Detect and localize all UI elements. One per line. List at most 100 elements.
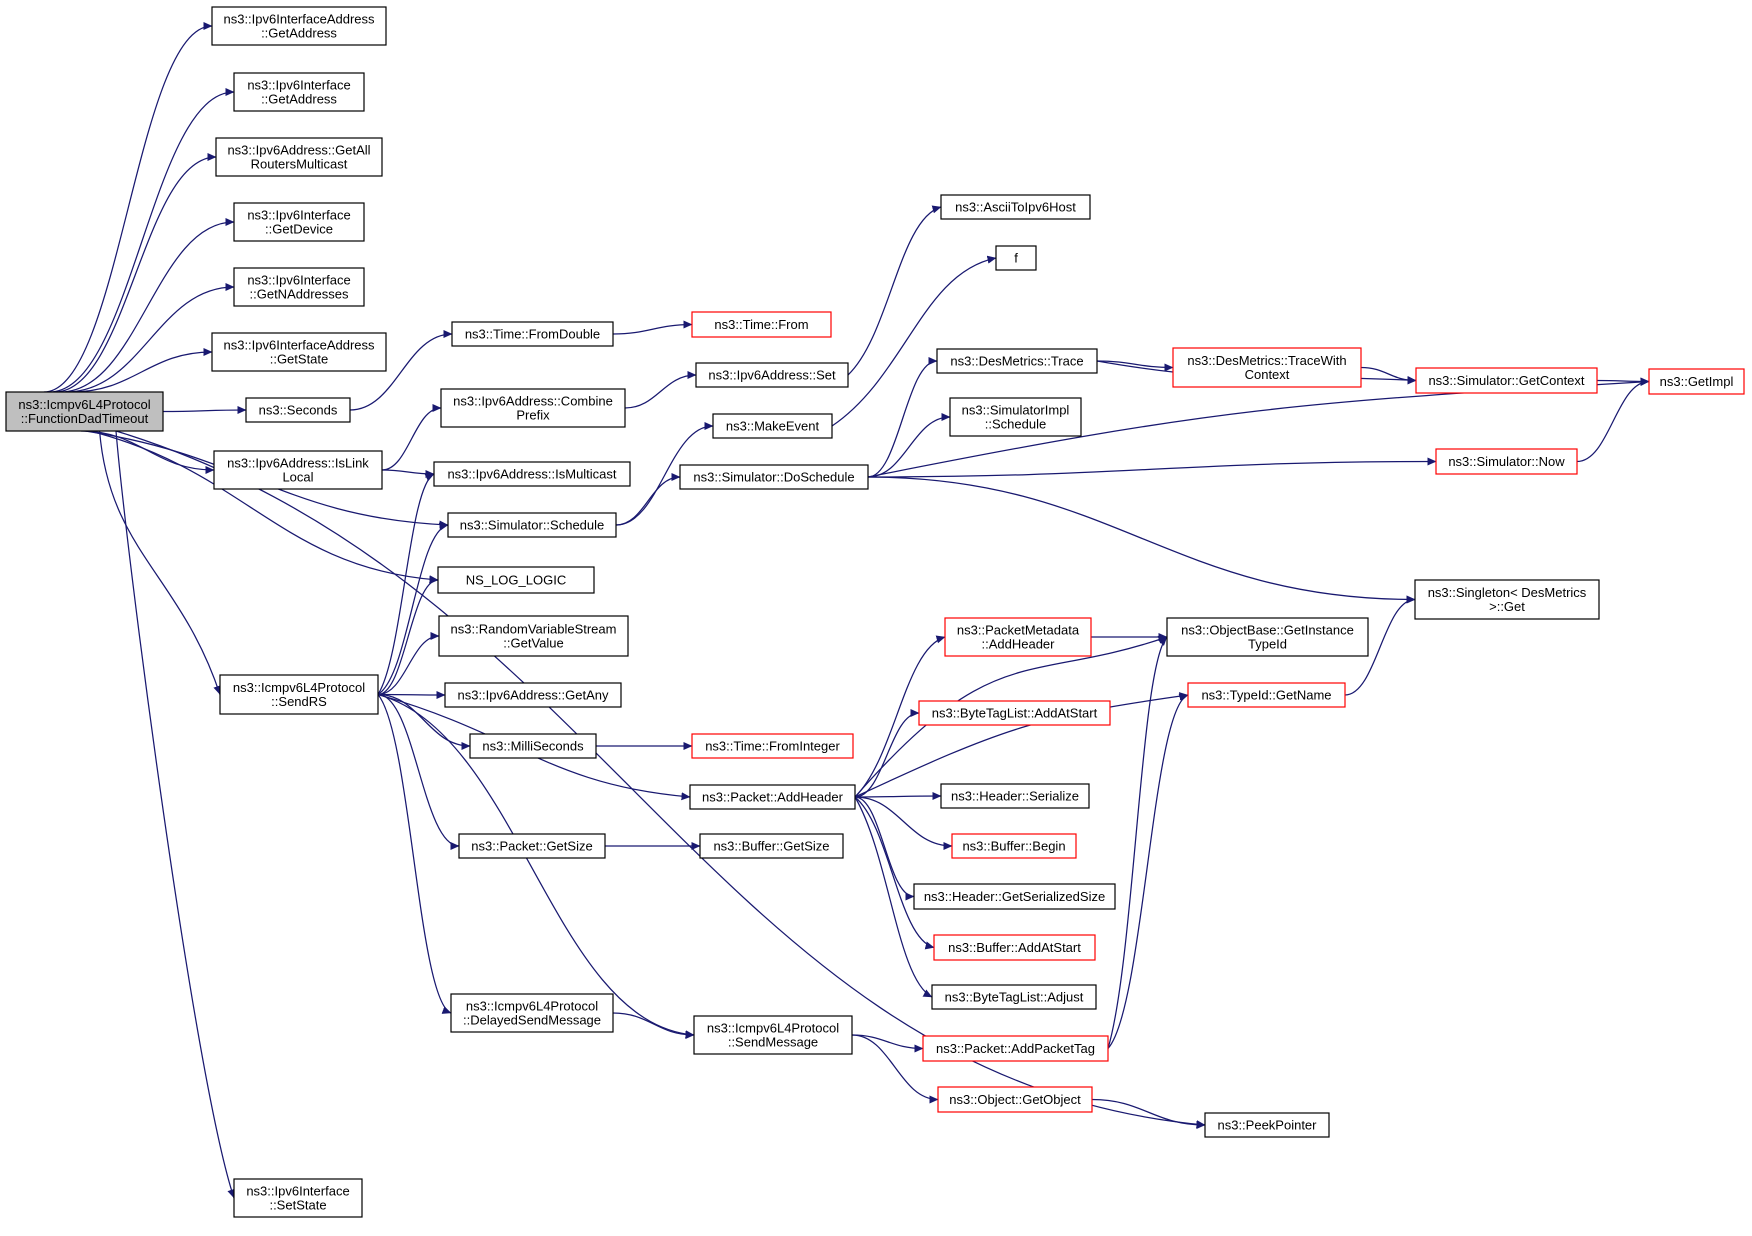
call-node[interactable]: ns3::Ipv6Address::GetAny xyxy=(444,682,622,708)
call-node[interactable]: ns3::Simulator::DoSchedule xyxy=(679,464,869,490)
call-node[interactable]: ns3::Packet::AddPacketTag xyxy=(922,1035,1109,1062)
call-node[interactable]: ns3::MakeEvent xyxy=(712,413,833,439)
node-box xyxy=(1172,347,1362,388)
call-node[interactable]: ns3::Ipv6Address::IsMulticast xyxy=(433,461,631,487)
call-edge xyxy=(65,282,235,393)
call-edge xyxy=(377,522,449,696)
node-box xyxy=(211,6,387,46)
call-edge xyxy=(624,370,697,409)
call-node[interactable]: ns3::Buffer::Begin xyxy=(951,833,1077,859)
call-node[interactable]: ns3::Object::GetObject xyxy=(937,1086,1093,1113)
call-node[interactable]: ns3::PacketMetadata::AddHeader xyxy=(944,617,1092,657)
node-box xyxy=(1187,682,1346,708)
node-box xyxy=(211,332,387,372)
node-label: ::GetDevice xyxy=(265,222,333,237)
call-edge xyxy=(377,690,446,700)
node-box xyxy=(219,674,379,715)
call-node[interactable]: ns3::Icmpv6L4Protocol::SendRS xyxy=(219,674,379,715)
call-edge xyxy=(612,320,693,335)
node-box xyxy=(233,267,365,307)
call-node[interactable]: ns3::ByteTagList::AddAtStart xyxy=(918,700,1111,726)
node-box xyxy=(691,733,854,759)
node-label: ns3::Singleton< DesMetrics xyxy=(1428,585,1587,600)
call-node[interactable]: ns3::Singleton< DesMetrics>::Get xyxy=(1414,579,1600,620)
node-label: ::GetAddress xyxy=(261,26,337,41)
call-edge xyxy=(1091,1098,1206,1130)
node-label: RoutersMulticast xyxy=(251,157,348,172)
call-node[interactable]: ns3::Ipv6Interface::GetAddress xyxy=(233,72,365,112)
call-node[interactable]: ns3::DesMetrics::Trace xyxy=(936,348,1098,374)
node-label: ns3::Object::GetObject xyxy=(949,1092,1081,1107)
node-label: ::FunctionDadTimeout xyxy=(21,411,149,426)
call-node[interactable]: ns3::Icmpv6L4Protocol::DelayedSendMessag… xyxy=(450,993,614,1033)
call-node[interactable]: ns3::GetImpl xyxy=(1648,368,1745,395)
call-node[interactable]: ns3::ByteTagList::Adjust xyxy=(931,984,1097,1010)
call-node[interactable]: ns3::Simulator::GetContext xyxy=(1415,367,1598,394)
call-edge xyxy=(377,575,439,696)
call-node[interactable]: ns3::Ipv6Address::Set xyxy=(695,362,849,388)
call-edges xyxy=(43,21,1650,1199)
node-box xyxy=(949,397,1082,437)
call-node[interactable]: ns3::Packet::GetSize xyxy=(458,833,606,859)
call-node[interactable]: ns3::Seconds xyxy=(245,397,351,423)
call-edge xyxy=(1107,693,1189,1049)
call-node[interactable]: ns3::Packet::AddHeader xyxy=(689,784,856,810)
node-box xyxy=(699,833,844,859)
call-node[interactable]: ns3::SimulatorImpl::Schedule xyxy=(949,397,1082,437)
call-node[interactable]: ns3::Ipv6Interface::SetState xyxy=(233,1178,363,1218)
call-edge xyxy=(115,430,1206,1129)
call-edge xyxy=(1360,366,1417,385)
call-node[interactable]: ns3::Ipv6InterfaceAddress::GetAddress xyxy=(211,6,387,46)
call-node[interactable]: ns3::Buffer::GetSize xyxy=(699,833,844,859)
call-node[interactable]: ns3::Ipv6Interface::GetDevice xyxy=(233,202,365,242)
call-node[interactable]: ns3::Time::FromInteger xyxy=(691,733,854,759)
call-node[interactable]: ns3::MilliSeconds xyxy=(469,733,597,759)
call-node[interactable]: ns3::Icmpv6L4Protocol::SendMessage xyxy=(693,1015,853,1055)
call-edge xyxy=(115,430,236,1199)
node-box xyxy=(215,137,383,177)
call-node[interactable]: ns3::PeekPointer xyxy=(1204,1112,1330,1138)
node-label: ns3::Buffer::Begin xyxy=(962,839,1065,854)
node-box xyxy=(469,733,597,759)
call-node[interactable]: ns3::Header::Serialize xyxy=(940,783,1090,809)
node-box xyxy=(1648,368,1745,395)
call-node[interactable]: ns3::AsciiToIpv6Host xyxy=(940,194,1091,220)
call-node[interactable]: ns3::Time::FromDouble xyxy=(451,321,614,347)
node-label: ns3::Ipv6Address::Set xyxy=(708,368,836,383)
call-edge xyxy=(867,356,938,478)
node-box xyxy=(233,202,365,242)
node-label: ns3::Ipv6Interface xyxy=(247,273,350,288)
node-label: ns3::Simulator::Now xyxy=(1448,454,1565,469)
node-label: ns3::Time::FromInteger xyxy=(705,739,840,754)
call-node[interactable]: ns3::Icmpv6L4Protocol::FunctionDadTimeou… xyxy=(5,391,164,432)
call-node[interactable]: ns3::Simulator::Now xyxy=(1435,448,1578,475)
call-edge xyxy=(854,796,935,950)
node-label: ns3::PacketMetadata xyxy=(957,623,1080,638)
call-node[interactable]: ns3::Header::GetSerializedSize xyxy=(913,883,1116,910)
node-label: ns3::AsciiToIpv6Host xyxy=(955,200,1076,215)
node-label: TypeId xyxy=(1248,637,1287,652)
node-box xyxy=(437,566,595,594)
node-label: >::Get xyxy=(1489,599,1525,614)
call-edge xyxy=(43,21,213,393)
call-edge xyxy=(377,693,471,751)
call-node[interactable]: ns3::TypeId::GetName xyxy=(1187,682,1346,708)
call-node[interactable]: ns3::Time::From xyxy=(691,311,832,338)
node-box xyxy=(940,194,1091,220)
call-edge xyxy=(377,693,695,1039)
call-node[interactable]: ns3::RandomVariableStream::GetValue xyxy=(438,615,629,657)
call-node[interactable]: f xyxy=(995,245,1037,271)
call-node[interactable]: ns3::Ipv6Interface::GetNAddresses xyxy=(233,267,365,307)
call-node[interactable]: NS_LOG_LOGIC xyxy=(437,566,595,594)
node-label: ns3::Ipv6Address::IsMulticast xyxy=(447,467,616,482)
node-label: ns3::SimulatorImpl xyxy=(962,403,1070,418)
call-node[interactable]: ns3::Simulator::Schedule xyxy=(447,512,617,538)
node-box xyxy=(433,461,631,487)
call-node[interactable]: ns3::Ipv6InterfaceAddress::GetState xyxy=(211,332,387,372)
call-node[interactable]: ns3::Buffer::AddAtStart xyxy=(933,934,1096,961)
